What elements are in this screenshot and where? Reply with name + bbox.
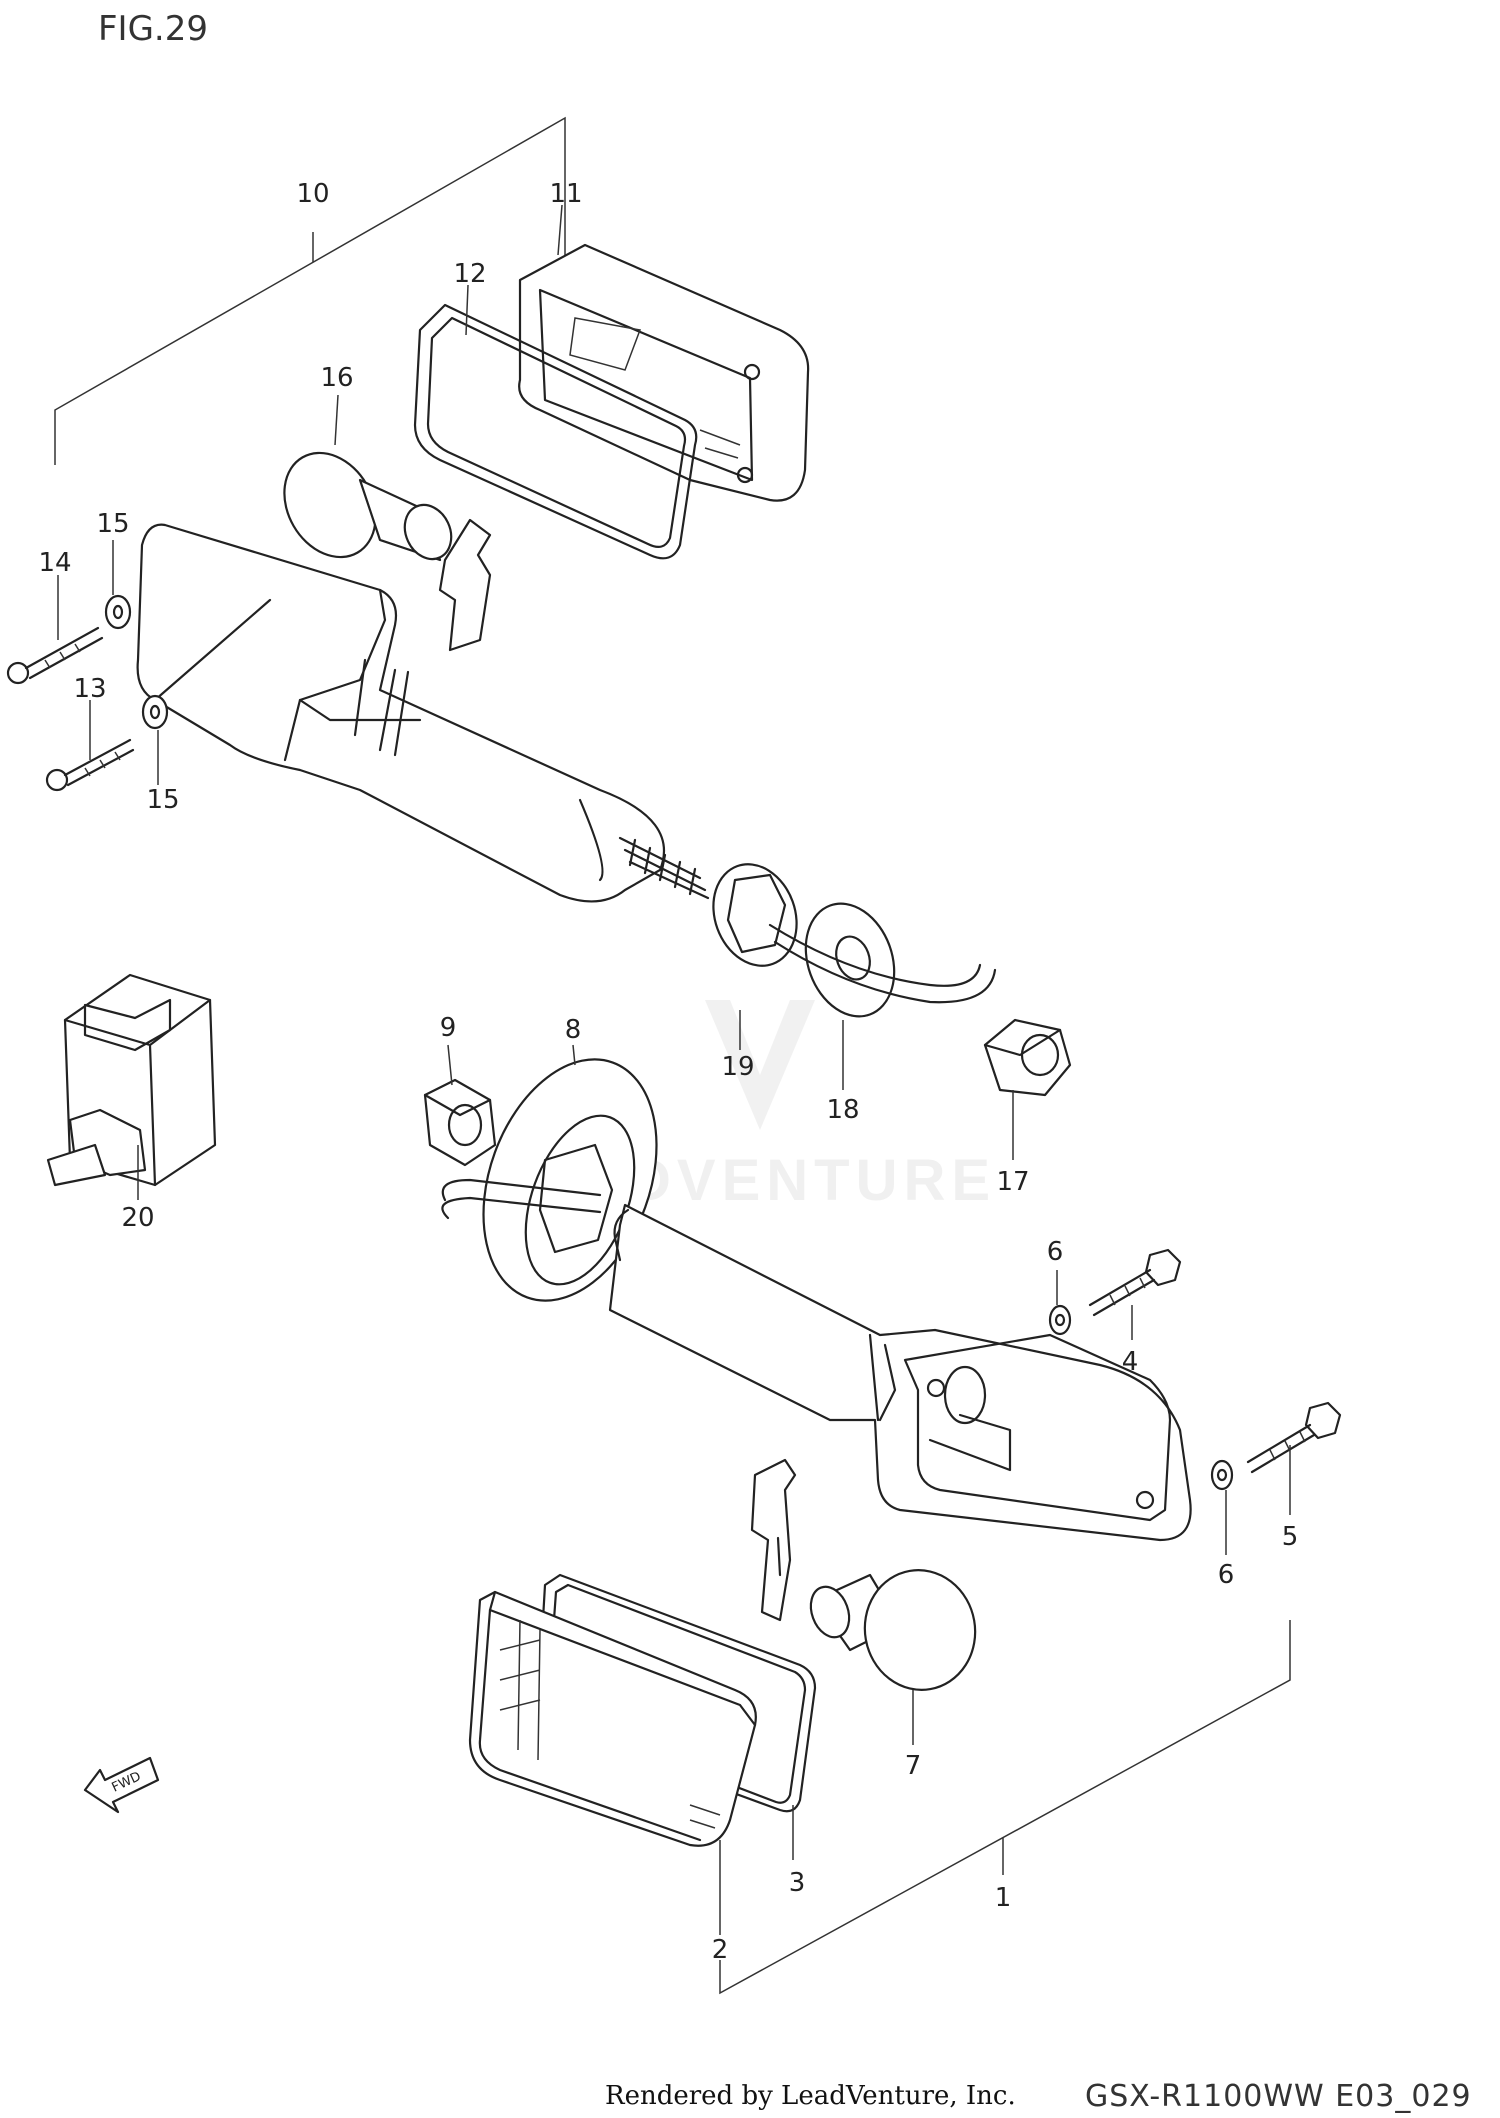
callout-12: 12	[453, 259, 486, 289]
upper-wire	[768, 923, 997, 1004]
lower-bulb	[809, 1569, 977, 1691]
lower-lens	[468, 1590, 757, 1847]
relay-unit	[46, 973, 217, 1187]
callout-15-lower: 15	[146, 785, 179, 815]
callout-20: 20	[121, 1203, 154, 1233]
washer-6-lower	[1210, 1459, 1234, 1491]
callout-1: 1	[995, 1883, 1012, 1913]
leader-lines	[57, 204, 1291, 1935]
callout-2: 2	[712, 1935, 729, 1965]
screw-13	[45, 738, 135, 792]
callout-16: 16	[320, 363, 353, 393]
callout-18: 18	[826, 1095, 859, 1125]
upper-bulb	[283, 451, 453, 562]
upper-nut	[712, 863, 798, 967]
callout-6-upper: 6	[1047, 1237, 1064, 1267]
upper-lens-housing	[518, 243, 810, 502]
callout-4: 4	[1122, 1347, 1139, 1377]
lower-nut-17	[983, 1018, 1072, 1097]
callout-8: 8	[565, 1015, 582, 1045]
footer-credit: Rendered by LeadVenture, Inc.	[605, 2081, 1016, 2111]
washer-6-upper	[1048, 1304, 1072, 1336]
upper-gasket	[413, 303, 698, 560]
upper-bracket-lines	[54, 116, 566, 465]
callout-19: 19	[721, 1052, 754, 1082]
screw-5	[1246, 1401, 1342, 1474]
upper-signal-body	[136, 523, 665, 903]
lower-wire	[441, 1178, 602, 1220]
callout-6-lower: 6	[1218, 1560, 1235, 1590]
callout-3: 3	[789, 1868, 806, 1898]
figure-title: FIG.29	[98, 9, 208, 49]
upper-clip	[438, 518, 492, 652]
lower-signal-body	[608, 1203, 1192, 1542]
screw-14	[6, 626, 104, 685]
callout-7: 7	[905, 1751, 922, 1781]
lower-bracket-lines	[719, 1620, 1291, 1995]
callout-14: 14	[38, 548, 71, 578]
callout-13: 13	[73, 674, 106, 704]
callout-9: 9	[440, 1013, 457, 1043]
callouts: 1 2 3 4 5 6 6 7 8 9 10 11 12 13 14 15 15…	[38, 179, 1298, 1965]
callout-10: 10	[296, 179, 329, 209]
lower-grommet-8	[482, 1058, 658, 1302]
callout-15-upper: 15	[96, 509, 129, 539]
callout-17: 17	[996, 1167, 1029, 1197]
callout-5: 5	[1282, 1522, 1299, 1552]
screw-4	[1088, 1248, 1182, 1317]
fwd-arrow-icon: FWD	[83, 1756, 160, 1814]
washer-15-lower	[141, 694, 169, 730]
lower-nut-9	[423, 1078, 497, 1167]
diagram-code: GSX-R1100WW E03_029	[1085, 2079, 1472, 2114]
upper-stem-spring	[618, 836, 710, 900]
washer-15-upper	[104, 594, 132, 630]
lower-clip	[750, 1458, 797, 1622]
callout-11: 11	[549, 179, 582, 209]
